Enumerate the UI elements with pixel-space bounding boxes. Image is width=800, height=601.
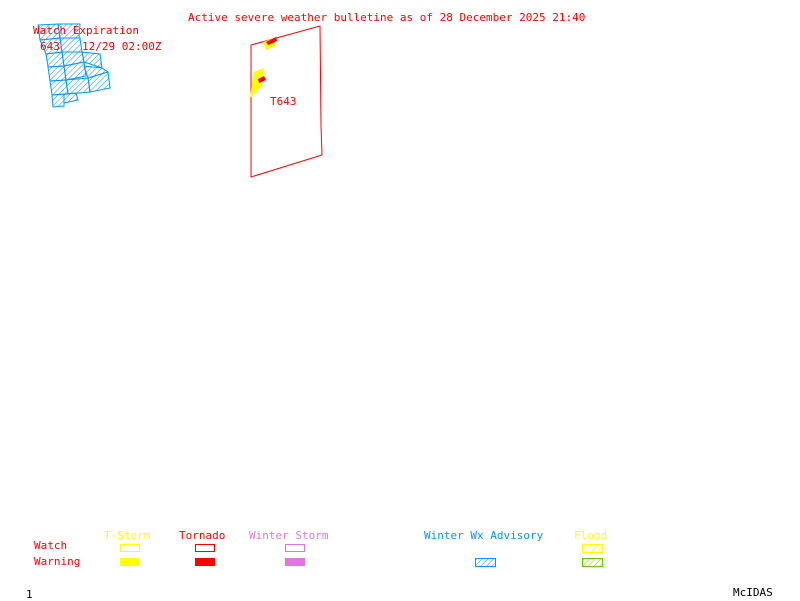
- legend-winter-storm-watch: [285, 544, 305, 552]
- legend-winter-storm-label: Winter Storm: [249, 529, 329, 542]
- legend-tstorm-watch: [120, 544, 140, 552]
- tornado-warning-2[interactable]: [258, 76, 266, 83]
- frame-number: 1: [26, 588, 33, 601]
- watch-expiration-time: 12/29 02:00Z: [82, 40, 162, 53]
- watch-expiration-heading: Watch Expiration: [33, 24, 139, 37]
- bulletin-title: Active severe weather bulletine as of 28…: [188, 11, 586, 24]
- legend-winter-storm-warning: [285, 558, 305, 566]
- watch-expiration-id: 643: [40, 40, 60, 53]
- mcidas-brand: McIDAS: [733, 586, 773, 599]
- tstorm-warning-2[interactable]: [250, 68, 264, 98]
- legend-winter-advisory-label: Winter Wx Advisory: [424, 529, 544, 542]
- watch-polygon-t643[interactable]: [250, 25, 323, 178]
- legend-tstorm-label: T-Storm: [104, 529, 151, 542]
- legend-row-watch: Watch: [34, 539, 68, 552]
- legend-row-warning: Warning: [34, 555, 81, 568]
- legend-tstorm-warning: [120, 558, 140, 566]
- legend-tornado-warning: [195, 558, 215, 566]
- legend-flood-label: Flood: [574, 529, 608, 542]
- winter-advisory-counties: [37, 23, 111, 108]
- watch-label: T643: [270, 95, 297, 108]
- tornado-warning-1[interactable]: [266, 37, 277, 45]
- legend-tornado-label: Tornado: [179, 529, 226, 542]
- legend-tornado-watch: [195, 544, 215, 552]
